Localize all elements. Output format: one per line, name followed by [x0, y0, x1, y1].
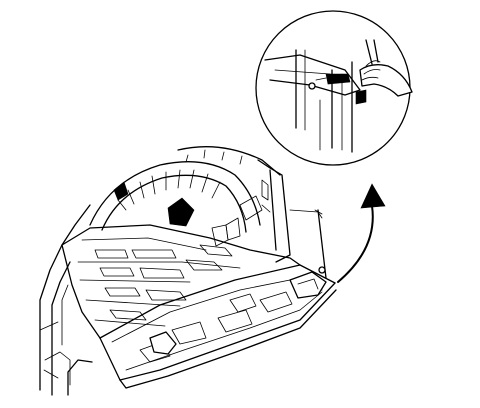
vehicle-rear-compartment: [39, 146, 337, 396]
magnifier-callout-icon: [255, 10, 413, 166]
lower-gate-panel: [99, 264, 337, 389]
right-inner-pillar: [211, 159, 291, 263]
wheelhouse-arch: [89, 146, 281, 233]
rotation-arrow-icon: [337, 183, 386, 283]
detail-view: [264, 39, 413, 153]
cargo-floor: [61, 224, 301, 339]
left-quarter-panel: [39, 204, 93, 396]
support-rod: [289, 209, 327, 279]
